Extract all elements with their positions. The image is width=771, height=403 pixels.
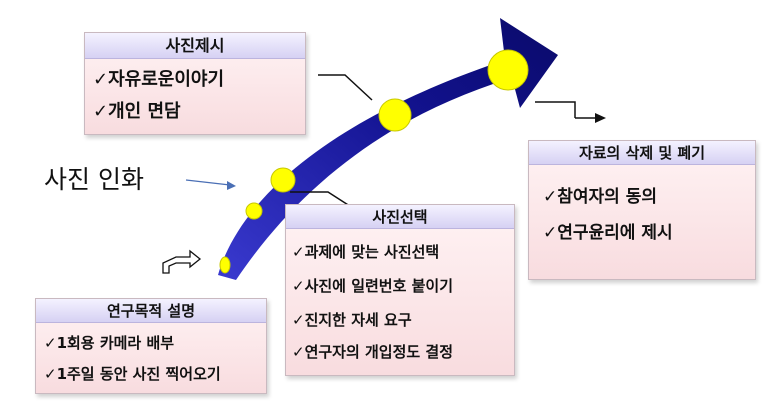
photo-presentation-title: 사진제시: [85, 33, 305, 59]
label-pointer-line: [185, 179, 231, 186]
progress-dot-5: [487, 49, 529, 91]
data-deletion-title: 자료의 삭제 및 폐기: [529, 141, 755, 165]
photo-selection-box: 사진선택 ✓과제에 맞는 사진선택 ✓사진에 일련번호 붙이기 ✓진지한 자세 …: [285, 204, 515, 376]
research-purpose-title: 연구목적 설명: [36, 299, 266, 323]
connector-line: [535, 101, 576, 118]
photo-presentation-box: 사진제시 ✓자유로운이야기 ✓개인 면담: [84, 32, 306, 135]
connector-line: [318, 74, 373, 101]
curved-arrow: [218, 18, 558, 280]
data-deletion-box: 자료의 삭제 및 폐기 ✓참여자의 동의 ✓연구윤리에 제시: [528, 140, 756, 280]
progress-dot-2: [245, 202, 263, 220]
list-item: ✓연구자의 개입정도 결정: [292, 343, 454, 361]
photo-printing-label: 사진 인화: [44, 165, 144, 194]
progress-dot-4: [378, 98, 412, 132]
list-item: ✓참여자의 동의: [543, 187, 658, 207]
connector-arrowhead: [595, 113, 606, 123]
list-item: ✓연구윤리에 제시: [543, 223, 673, 243]
list-item: ✓과제에 맞는 사진선택: [292, 243, 440, 261]
list-item: ✓1회용 카메라 배부: [44, 334, 175, 352]
list-item: ✓사진에 일련번호 붙이기: [292, 277, 454, 295]
photo-selection-title: 사진선택: [286, 205, 514, 229]
progress-dot-3: [270, 167, 296, 193]
list-item: ✓개인 면담: [93, 101, 181, 122]
hollow-bent-arrow-icon: [162, 249, 202, 274]
label-pointer-arrowhead: [227, 181, 236, 190]
research-purpose-box: 연구목적 설명 ✓1회용 카메라 배부 ✓1주일 동안 사진 찍어오기: [35, 298, 267, 394]
list-item: ✓진지한 자세 요구: [292, 311, 412, 329]
progress-dot-1: [219, 256, 231, 274]
list-item: ✓1주일 동안 사진 찍어오기: [44, 365, 221, 383]
list-item: ✓자유로운이야기: [93, 69, 225, 90]
